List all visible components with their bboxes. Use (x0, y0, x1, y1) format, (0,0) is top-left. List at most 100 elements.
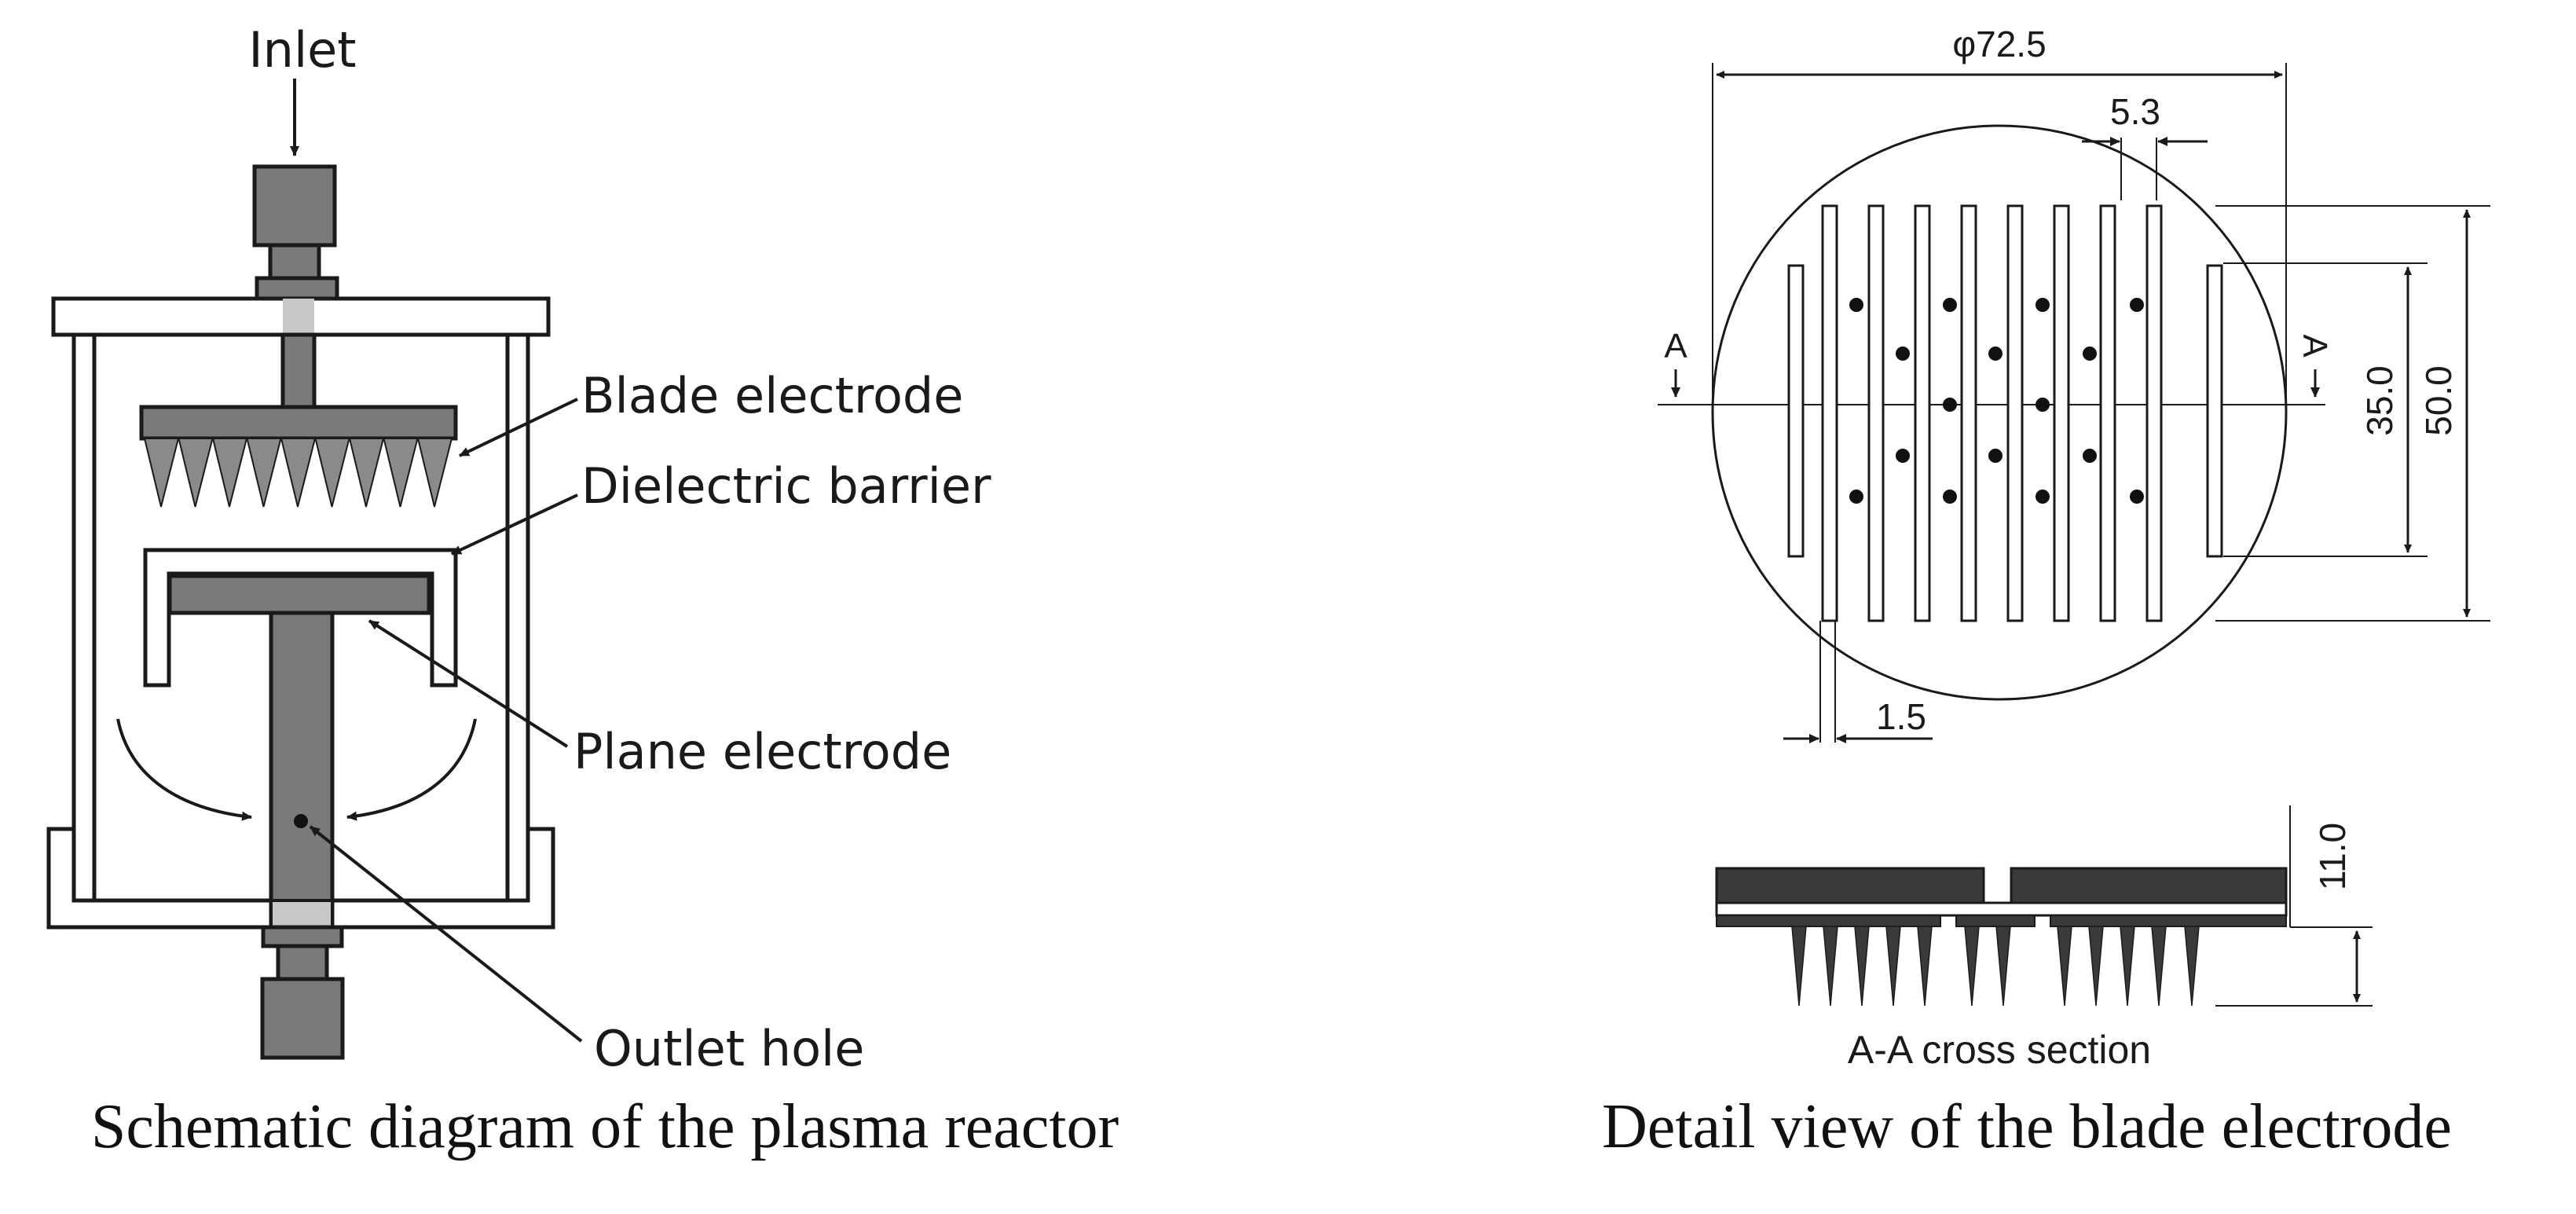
dot (1849, 298, 1863, 312)
cross-section-label: A-A cross section (1848, 1028, 2151, 1072)
long-slot (2053, 204, 2070, 622)
dielectric-barrier-leader (451, 493, 578, 556)
dot (2130, 490, 2144, 504)
cross-section-tooth (2120, 926, 2135, 1007)
outlet-neck (276, 944, 329, 981)
blade-electrode-detail: A A φ72.5 5.3 35.0 50.0 1.5 (1602, 24, 2490, 1161)
long-slot (1867, 204, 1885, 622)
reactor-base (46, 827, 555, 930)
outlet-flange (261, 925, 344, 948)
long-slot (1960, 204, 1977, 622)
cross-section-tooth (1823, 926, 1838, 1007)
dot (1943, 490, 1957, 504)
cross-section-base-mid (1955, 915, 2036, 927)
diameter-value: φ72.5 (1952, 24, 2046, 64)
slot-width-value: 1.5 (1876, 696, 1926, 737)
blade-plate (139, 405, 458, 441)
plane-electrode-leader (368, 619, 569, 748)
dot (2036, 398, 2050, 412)
blade-tooth (348, 438, 385, 508)
blade-tooth (280, 438, 317, 508)
blade-tooth (383, 438, 419, 508)
cross-section-insulator (1715, 901, 2288, 917)
outlet-passage (269, 899, 334, 929)
cross-section-tooth (2184, 926, 2200, 1007)
dot (1896, 347, 1910, 361)
inlet-fitting (252, 164, 337, 248)
cross-section-tooth (2151, 926, 2167, 1007)
outlet-dots (1849, 298, 2144, 504)
outlet-hole-label: Outlet hole (594, 1020, 864, 1077)
dielectric-barrier-label: Dielectric barrier (581, 457, 991, 515)
outer-height-value: 50.0 (2418, 365, 2459, 436)
flow-arrow-right (346, 718, 477, 821)
dot (2083, 347, 2097, 361)
long-slot (1821, 204, 1838, 622)
right-caption: Detail view of the blade electrode (1602, 1092, 2452, 1161)
outlet-fitting (260, 977, 345, 1060)
dot (2083, 449, 2097, 463)
blade-tooth (178, 438, 214, 508)
cross-section-plate-right (2010, 867, 2288, 904)
blade-slots (1787, 204, 2223, 622)
cross-section-tooth (1917, 926, 1933, 1007)
reactor-schematic: Inlet (46, 21, 1119, 1161)
long-slot (2006, 204, 2024, 622)
short-slot (1787, 264, 1805, 558)
dielectric-barrier-shape (143, 548, 458, 688)
cross-section-tooth (1964, 926, 1980, 1007)
outlet-hole-leader (309, 825, 583, 1043)
blade-stem (280, 332, 317, 409)
cross-section-tooth (2057, 926, 2072, 1007)
blade-tooth (314, 438, 350, 508)
inlet-label: Inlet (248, 21, 356, 79)
dot (2130, 298, 2144, 312)
dot (1896, 449, 1910, 463)
dot (1849, 490, 1863, 504)
electrode-disc-outline (1711, 124, 2288, 701)
dot (1988, 449, 2003, 463)
blade-tooth (211, 438, 248, 508)
section-mark-left: A (1664, 327, 1687, 365)
reactor-wall-left (71, 332, 97, 903)
outlet-hole-dot (294, 814, 308, 828)
inlet-neck (268, 243, 321, 281)
plane-electrode-stem (269, 611, 335, 930)
cross-section-tooth (1854, 926, 1870, 1007)
dot (2036, 298, 2050, 312)
dot (1943, 298, 1957, 312)
slot-pitch-value: 5.3 (2110, 91, 2160, 132)
dot (1988, 347, 2003, 361)
plane-electrode-label: Plane electrode (573, 723, 951, 780)
thickness-value: 11.0 (2312, 823, 2353, 890)
plane-electrode-plate (167, 574, 431, 615)
blade-teeth (143, 438, 453, 508)
long-slot (1914, 204, 1931, 622)
left-caption: Schematic diagram of the plasma reactor (91, 1092, 1119, 1161)
cross-section-plate-left (1715, 867, 1985, 904)
section-mark-right: A (2296, 334, 2334, 358)
dot (1943, 398, 1957, 412)
reactor-wall-right (505, 332, 530, 903)
blade-electrode-leader (459, 398, 578, 457)
blade-tooth (143, 438, 180, 508)
cross-section-tooth (2088, 926, 2104, 1007)
long-slot (2145, 204, 2163, 622)
cross-section-base-right (2050, 915, 2287, 927)
long-slot (2099, 204, 2116, 622)
blade-tooth (246, 438, 282, 508)
cross-section-teeth (1791, 926, 2200, 1007)
inlet-passage (283, 299, 314, 335)
cross-section-tooth (1885, 926, 1901, 1007)
inner-height-value: 35.0 (2359, 365, 2400, 436)
flow-arrow-left (116, 718, 252, 821)
blade-tooth (416, 438, 453, 508)
cross-section-tooth (1791, 926, 1807, 1007)
dot (2036, 490, 2050, 504)
short-slot (2206, 264, 2223, 558)
cross-section-tooth (1995, 926, 2011, 1007)
inlet-flange (255, 276, 339, 301)
blade-electrode-label: Blade electrode (581, 367, 963, 424)
cross-section-base-left (1716, 915, 1941, 927)
